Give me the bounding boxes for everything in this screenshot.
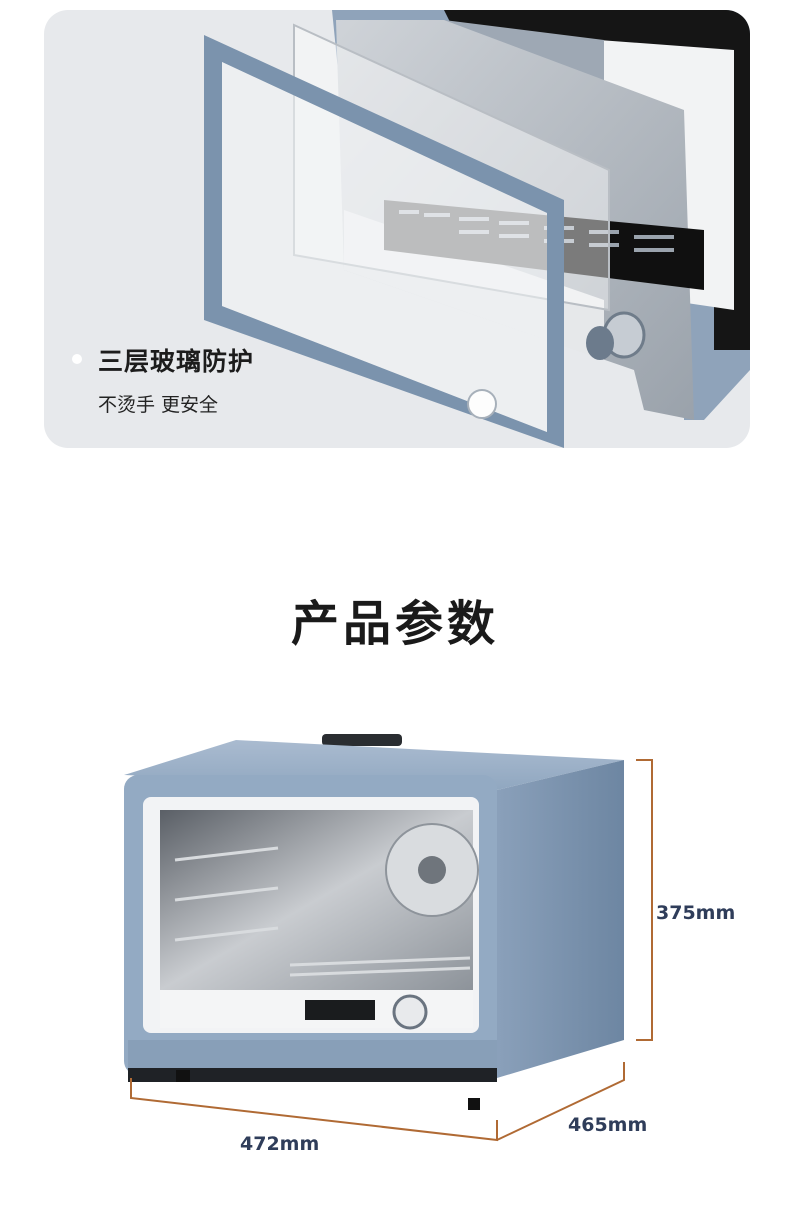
oven-racks — [174, 846, 471, 977]
oven-base-shadow — [128, 1068, 497, 1082]
top-handle — [322, 734, 402, 746]
exploded-door-illustration — [204, 10, 750, 448]
depth-label: 465mm — [568, 1114, 648, 1136]
door-button — [467, 389, 497, 419]
front-door-frame — [204, 35, 564, 448]
dimension-line-width — [130, 1078, 498, 1142]
digital-display — [305, 1000, 375, 1020]
height-label: 375mm — [656, 902, 736, 924]
oven-side — [497, 760, 624, 1078]
oven-knob — [392, 994, 428, 1030]
section-title: 产品参数 — [290, 596, 499, 652]
glass-protection-card — [44, 10, 750, 448]
width-label: 472mm — [240, 1133, 320, 1155]
foot-right — [468, 1098, 480, 1110]
dimension-line-height — [636, 759, 653, 1041]
knob-cap — [586, 326, 614, 360]
front-glass — [222, 62, 547, 432]
dimension-line-depth — [496, 1062, 625, 1141]
foot-left — [176, 1070, 190, 1082]
feature-subtitle: 不烫手 更安全 — [98, 394, 219, 416]
fan-center — [418, 856, 446, 884]
feature-title: 三层玻璃防护 — [98, 347, 255, 376]
bullet-dot-icon — [72, 354, 82, 364]
